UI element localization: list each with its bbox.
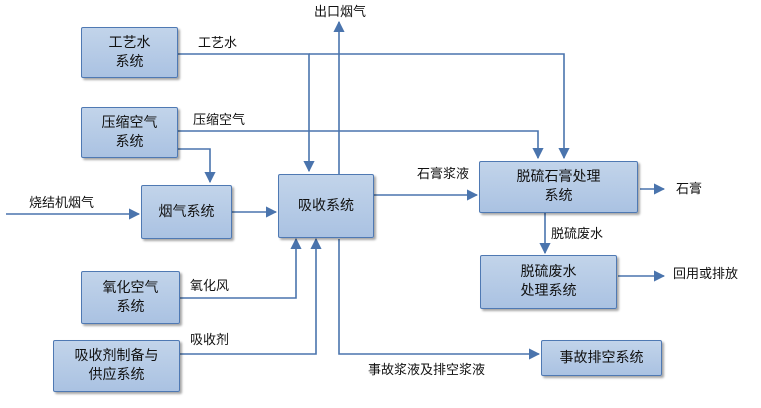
outlet-flue-gas-label: 出口烟气 [314, 5, 367, 20]
reuse-or-discharge-label: 回用或排放 [673, 267, 739, 282]
compressed-air-label: 压缩空气 [193, 113, 246, 128]
oxidation-wind-arrow [180, 237, 302, 299]
emergency-drain-system-box: 事故排空系统 [541, 340, 662, 376]
process-water-system-box: 工艺水系统 [81, 27, 178, 78]
compressed-air-to-flue-gas-arrow [178, 148, 216, 184]
emergency-slurry-arrow [338, 239, 541, 360]
process-water-label: 工艺水 [198, 36, 238, 51]
sinter-flue-gas-label: 烧结机烟气 [29, 196, 95, 211]
desulfurization-wastewater-label: 脱硫废水 [551, 227, 604, 242]
gypsum-label: 石膏 [676, 182, 703, 197]
absorbent-supply-system-box: 吸收剂制备与供应系统 [53, 340, 180, 392]
emergency-slurry-label: 事故浆液及排空浆液 [368, 363, 486, 378]
compressed-air-to-gypsum-arrow [178, 130, 544, 160]
flue-gas-system-box: 烟气系统 [141, 185, 232, 239]
process-water-to-gypsum-arrow [309, 53, 570, 160]
oxidation-wind-label: 氧化风 [190, 279, 230, 294]
absorbent-arrow [180, 237, 322, 355]
compressed-air-system-box: 压缩空气系统 [81, 107, 178, 158]
absorption-system-box: 吸收系统 [278, 174, 374, 238]
wastewater-treatment-system-box: 脱硫废水处理系统 [480, 255, 617, 309]
oxidation-air-system-box: 氧化空气系统 [81, 271, 180, 324]
absorbent-label: 吸收剂 [190, 333, 230, 348]
gypsum-treatment-system-box: 脱硫石膏处理系统 [479, 161, 638, 213]
gypsum-slurry-label: 石膏浆液 [417, 167, 470, 182]
